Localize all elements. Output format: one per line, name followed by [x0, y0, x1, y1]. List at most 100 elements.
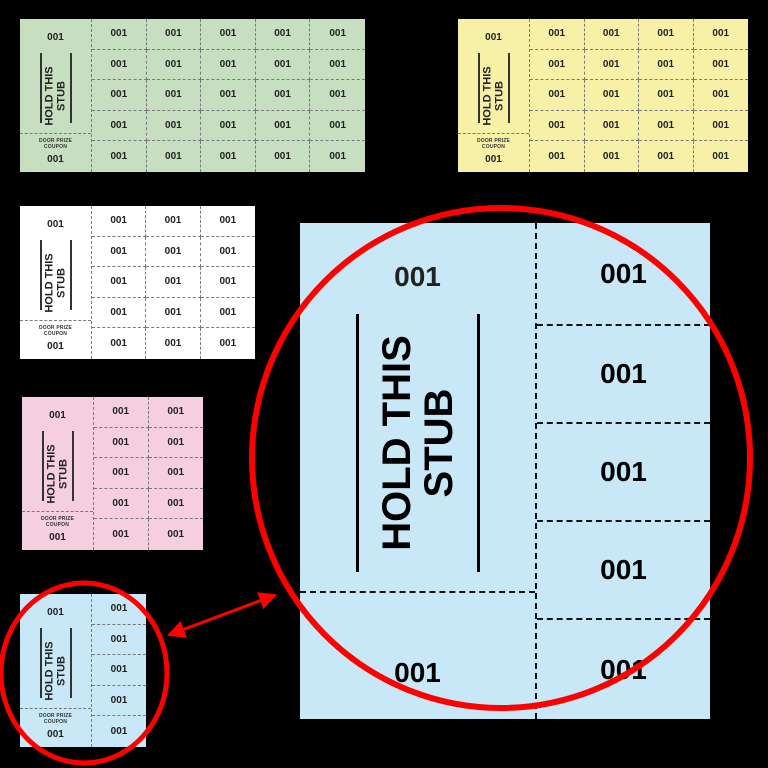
ticket-cell: 001 — [92, 297, 147, 329]
ticket-cell: 001 — [94, 488, 149, 520]
ticket-cell: 001 — [200, 206, 255, 237]
ticket-cell: 001 — [92, 328, 147, 359]
coupon-label-2: COUPON — [45, 521, 70, 528]
ticket-cell: 001 — [537, 424, 710, 522]
hold-line-2: STUB — [56, 458, 69, 489]
stub-number: 001 — [49, 410, 66, 421]
stub-line-left — [40, 628, 42, 698]
ticket-cell: 001 — [256, 141, 311, 172]
hold-line-2: STUB — [54, 80, 67, 111]
ticket-cell: 001 — [92, 236, 147, 268]
ticket-cell: 001 — [146, 236, 201, 268]
hold-line-1: HOLD THIS — [374, 335, 419, 551]
ticket-cell: 001 — [537, 326, 710, 424]
coupon-number: 001 — [47, 154, 64, 165]
ticket-cell: 001 — [92, 686, 146, 717]
stub-number: 001 — [47, 219, 64, 230]
ticket-cell: 001 — [329, 151, 347, 163]
ticket-cell: 001 — [147, 141, 202, 172]
ticket-cell: 001 — [639, 19, 694, 50]
ticket-cell: 001 — [600, 653, 647, 685]
ticket-cell: 001 — [584, 49, 639, 81]
hold-line-1: HOLD THIS — [42, 65, 55, 126]
ticket-cell: 001 — [255, 19, 311, 50]
stub-number: 001 — [47, 32, 64, 43]
coupon-label-2: COUPON — [43, 718, 68, 725]
ticket-cell: 001 — [92, 49, 147, 81]
ticket-cell: 001 — [146, 110, 202, 142]
ticket-cell: 001 — [146, 206, 201, 237]
coupon-label-1: DOOR PRIZE — [40, 516, 75, 522]
ticket-cell: 001 — [693, 50, 748, 81]
ticket-cell: 001 — [146, 328, 201, 359]
ticket-cell: 001 — [94, 397, 149, 428]
ticket-cell: 001 — [146, 19, 202, 50]
stub-line-right — [508, 53, 510, 123]
stub-line-right — [70, 53, 72, 123]
ticket-cell: 001 — [712, 151, 730, 163]
ticket-cell: 001 — [530, 110, 585, 142]
ticket-cell: 001 — [92, 19, 147, 50]
ticket-cell: 001 — [146, 267, 201, 298]
hold-line-1: HOLD THIS — [42, 252, 55, 313]
ticket-cell: 001 — [693, 80, 748, 111]
door-prize-coupon: DOOR PRIZE COUPON 001 — [22, 511, 93, 550]
ticket-cell: 001 — [167, 529, 185, 541]
ticket-cell: 001 — [255, 110, 311, 142]
coupon-label-2: COUPON — [43, 143, 68, 150]
ticket-cell: 001 — [530, 19, 585, 50]
coupon-label-1: DOOR PRIZE — [38, 325, 73, 331]
coupon-number: 001 — [485, 154, 502, 165]
ticket-cell: 001 — [639, 110, 694, 142]
ticket-cell: 001 — [693, 19, 748, 50]
ticket-cell: 001 — [585, 141, 639, 172]
ticket-cell: 001 — [201, 110, 256, 142]
hold-line-2: STUB — [416, 388, 461, 498]
hold-line-2: STUB — [54, 267, 67, 298]
hold-line-2: STUB — [54, 655, 67, 686]
door-prize-coupon: DOOR PRIZE COUPON 001 — [20, 320, 91, 359]
ticket-cell: 001 — [530, 49, 585, 81]
ticket-cell: 001 — [201, 80, 256, 111]
ticket-cell: 001 — [146, 80, 202, 111]
door-prize-coupon: DOOR PRIZE COUPON 001 — [20, 133, 91, 172]
ticket-cell: 001 — [201, 141, 256, 172]
ticket-cell: 001 — [310, 50, 365, 81]
ticket-cell: 001 — [200, 298, 255, 329]
ticket-cell: 001 — [148, 397, 203, 428]
ticket-cell: 001 — [255, 49, 311, 81]
stub-line-left — [356, 314, 359, 572]
ticket-cell: 001 — [148, 489, 203, 520]
ticket-cell: 001 — [201, 19, 256, 50]
ticket-cell: 001 — [92, 655, 146, 686]
ticket-cell: 001 — [310, 111, 365, 142]
door-prize-coupon: DOOR PRIZE COUPON 001 — [458, 133, 529, 172]
double-arrow-icon — [166, 592, 278, 638]
ticket-cell: 001 — [584, 19, 639, 50]
ticket-cell: 001 — [693, 111, 748, 142]
ticket-cell: 001 — [584, 110, 639, 142]
stub-line-right — [70, 240, 72, 310]
coupon-number: 001 — [394, 657, 441, 688]
stub-number: 001 — [47, 607, 64, 618]
coupon-number: 001 — [47, 341, 64, 352]
ticket-cell: 001 — [201, 49, 256, 81]
door-prize-coupon: 001 — [300, 591, 535, 719]
coupon-label-1: DOOR PRIZE — [38, 138, 73, 144]
stub-line-right — [72, 431, 74, 501]
ticket-cell: 001 — [530, 80, 585, 111]
ticket-cell: 001 — [310, 19, 365, 50]
